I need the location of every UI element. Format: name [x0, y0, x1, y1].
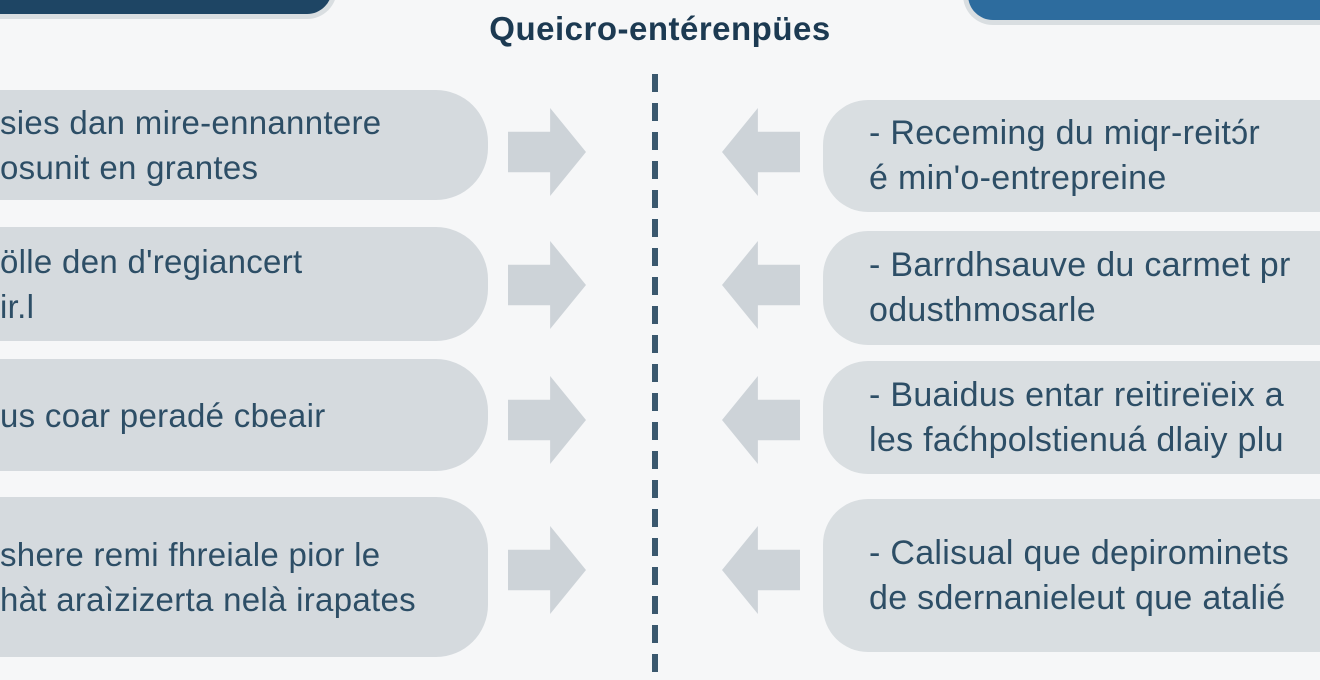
left-item-1: sies dan mire-ennanntere osunit en grant… [0, 90, 488, 200]
left-item-2: ölle den d'regiancert ir.l [0, 227, 488, 341]
arrow-left-icon [722, 241, 800, 329]
left-item-2-line-1: ölle den d'regiancert [0, 243, 303, 280]
left-item-1-line-2: osunit en grantes [0, 149, 259, 186]
left-item-4-line-2: hàt araìzizerta nelà irapates [0, 581, 416, 618]
right-item-2-line-1: - Barrdhsauve du carmet pr [869, 246, 1291, 284]
page-title: Queicro-entérenpües [489, 10, 831, 47]
right-item-4-line-1: - Calisual que depirominets [869, 533, 1290, 572]
arrow-right-icon [508, 241, 586, 329]
arrow-left-icon [722, 376, 800, 464]
arrow-left-icon [722, 108, 800, 196]
center-dashed-divider [652, 74, 658, 680]
right-item-3: - Buaidus entar reitireïeix a les faćhpo… [823, 361, 1320, 474]
left-item-4: shere remi fhreiale pior le hàt araìzize… [0, 497, 488, 657]
arrow-right-icon [508, 108, 586, 196]
arrow-left-icon [722, 526, 800, 614]
right-item-3-line-2: les faćhpolstienuá dlaiy plu [869, 420, 1284, 459]
right-item-1-line-1: - Receming du miqr-reitɔ́r [869, 114, 1261, 152]
right-item-4: - Calisual que depirominets de sdernanie… [823, 499, 1320, 652]
right-item-1-line-2: é min'o-entrepreine [869, 159, 1167, 197]
right-item-4-line-2: de sdernanieleut que atalié [869, 578, 1286, 617]
right-item-3-line-1: - Buaidus entar reitireïeix a [869, 375, 1285, 414]
top-right-banner [963, 0, 1320, 25]
right-item-2: - Barrdhsauve du carmet pr odusthmosarle [823, 231, 1320, 345]
left-item-1-line-1: sies dan mire-ennanntere [0, 104, 382, 141]
left-item-2-line-2: ir.l [0, 288, 35, 325]
left-item-3: us coar peradé cbeair [0, 359, 488, 471]
left-item-3-line-1: us coar peradé cbeair [0, 396, 326, 434]
left-item-4-line-1: shere remi fhreiale pior le [0, 536, 381, 573]
right-item-1: - Receming du miqr-reitɔ́r é min'o-entre… [823, 100, 1320, 212]
arrow-right-icon [508, 526, 586, 614]
right-item-2-line-2: odusthmosarle [869, 291, 1096, 329]
arrow-right-icon [508, 376, 586, 464]
